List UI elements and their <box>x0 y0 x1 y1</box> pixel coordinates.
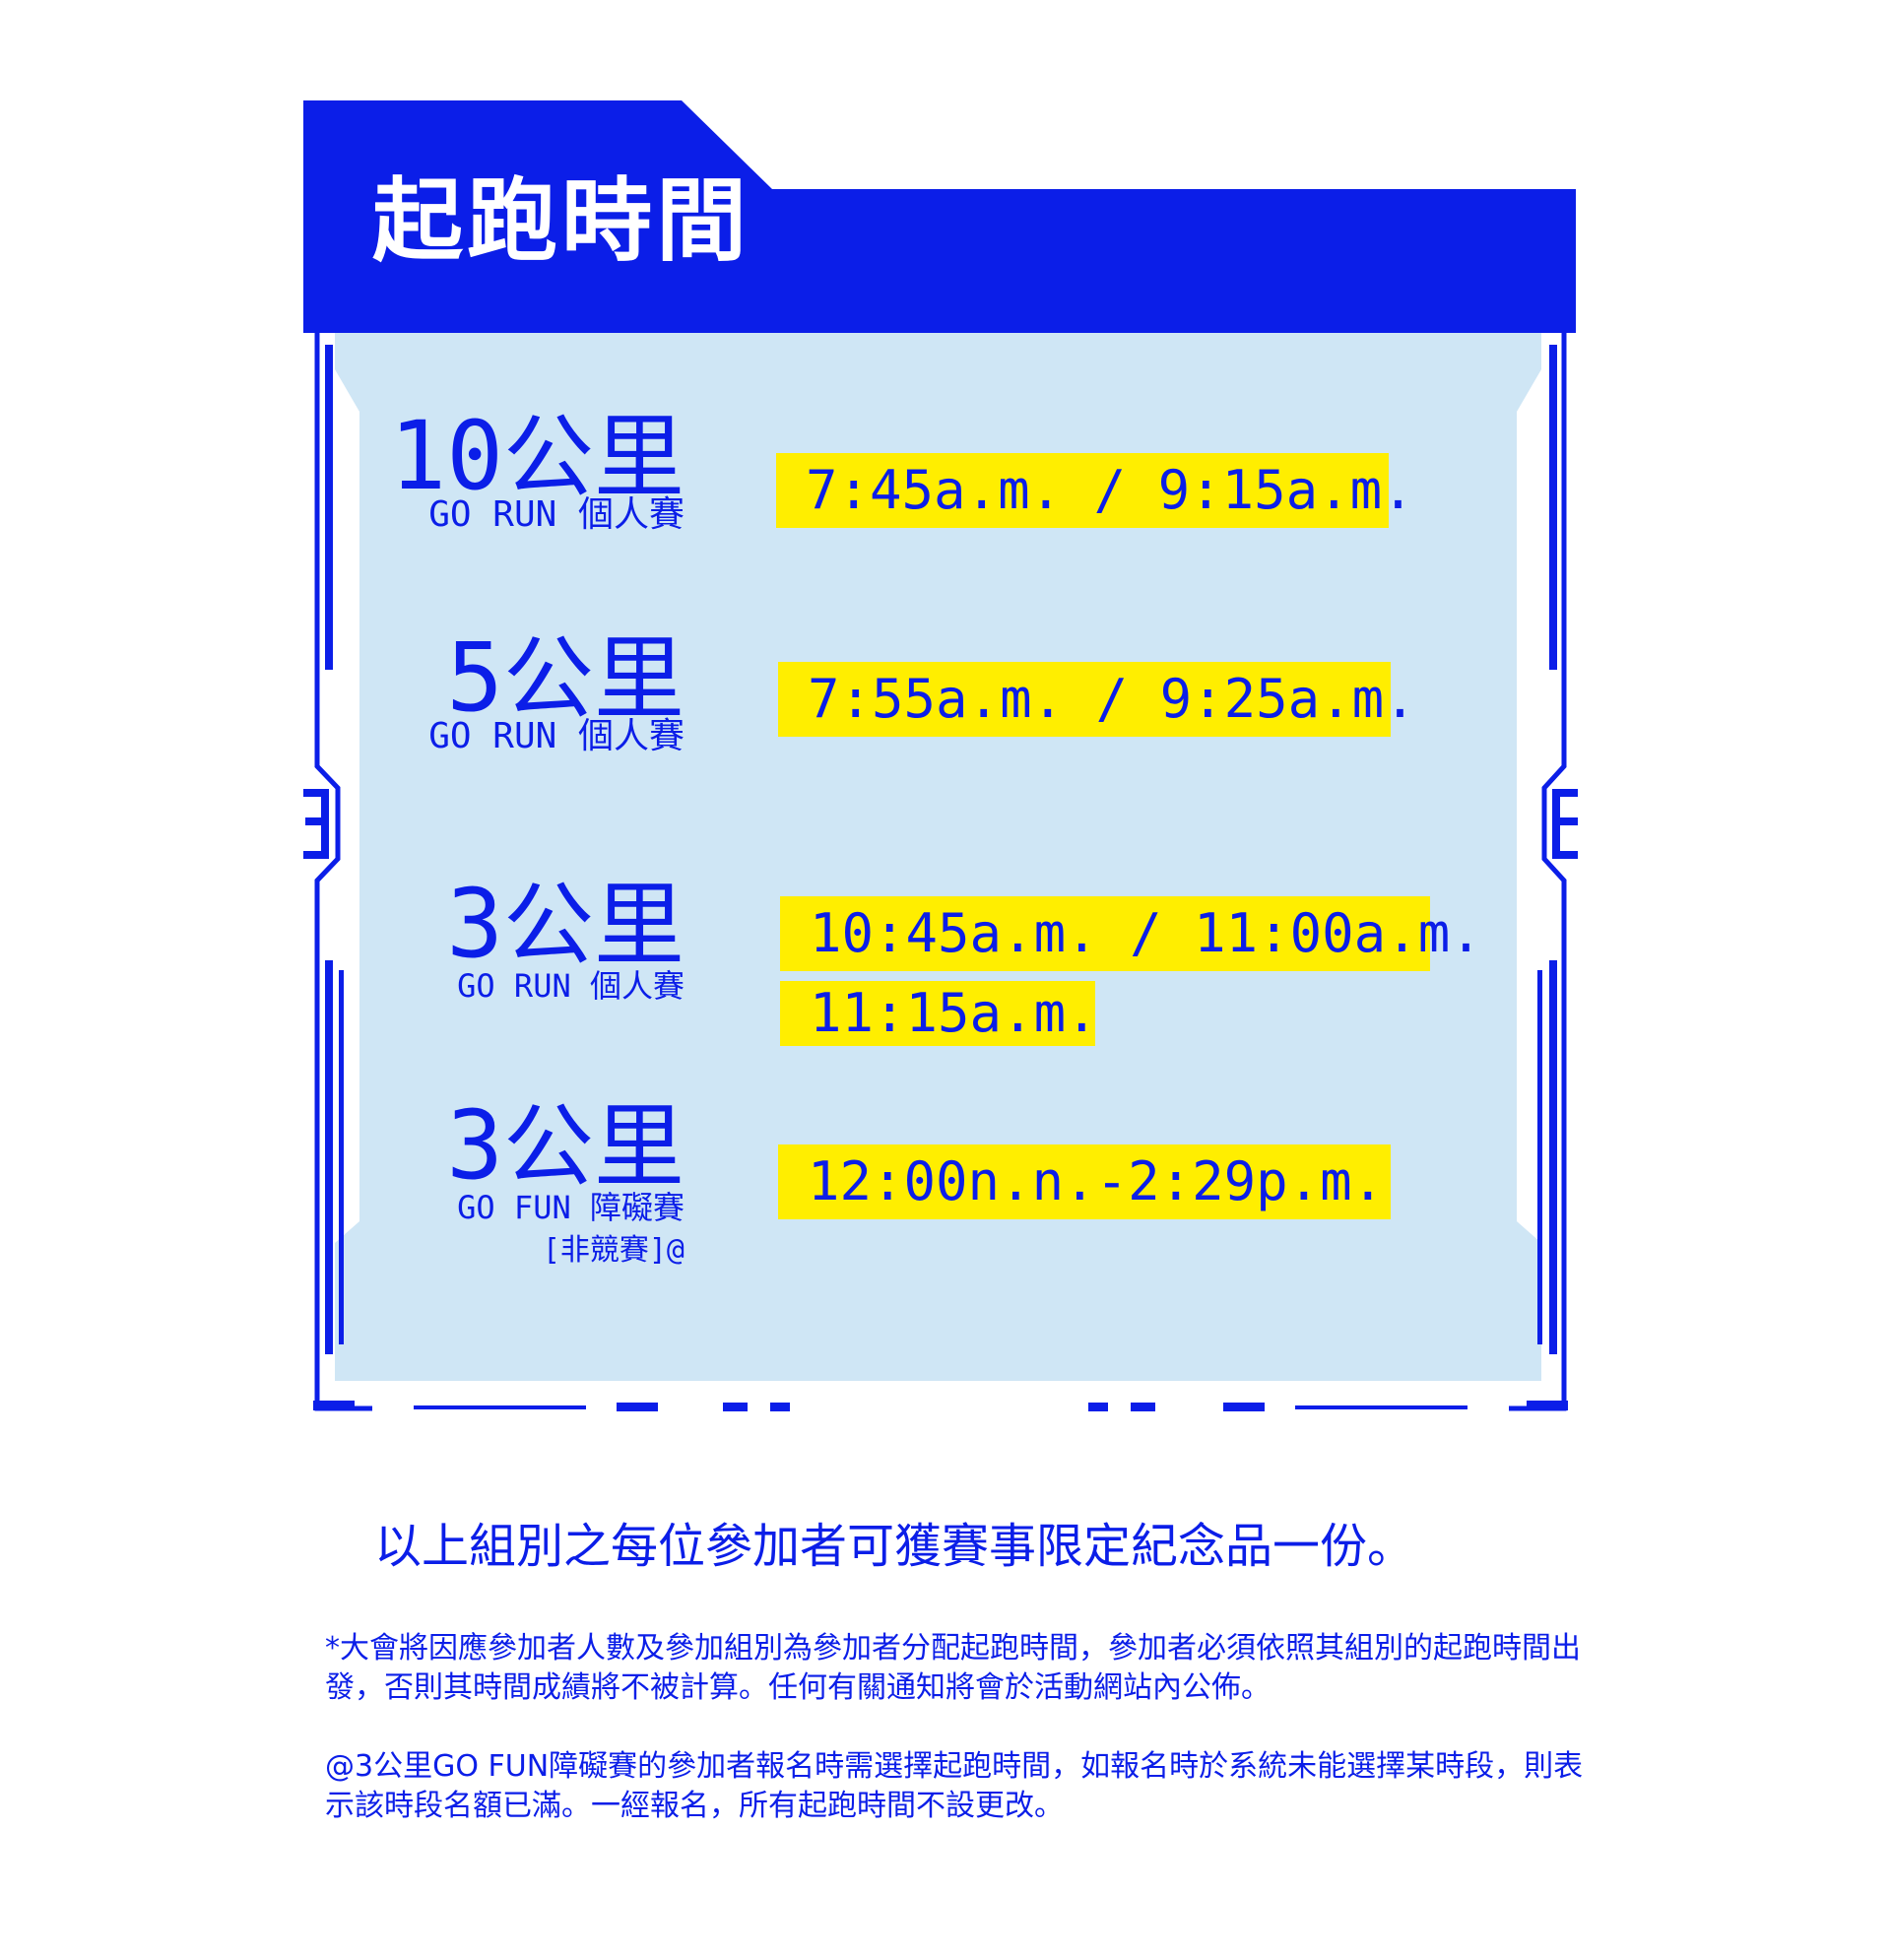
frame-dash <box>1295 1405 1467 1409</box>
race-category: GO RUN 個人賽 <box>428 494 685 535</box>
footnote-allocation: *大會將因應參加者人數及參加組別為參加者分配起跑時間，參加者必須依照其組別的起跑… <box>325 1631 1581 1705</box>
frame-dash <box>1131 1403 1155 1411</box>
frame-bar <box>1549 345 1557 670</box>
race-distance: 3公里 <box>446 1090 685 1201</box>
frame-dash <box>1088 1403 1108 1411</box>
frame-dash <box>1223 1403 1265 1411</box>
frame-dash <box>770 1403 790 1411</box>
frame-bar <box>1549 960 1557 1354</box>
race-distance: 5公里 <box>446 622 685 733</box>
frame-bar <box>339 970 344 1344</box>
race-category: GO RUN 個人賽 <box>457 967 685 1005</box>
race-note: [非競賽]@ <box>542 1233 685 1268</box>
frame-dash <box>723 1403 748 1411</box>
start-time-badge: 11:15a.m. <box>780 981 1098 1046</box>
start-time-badge: 12:00n.n.-2:29p.m. <box>778 1144 1391 1219</box>
start-time-badge: 7:55a.m. / 9:25a.m. <box>778 662 1416 737</box>
frame-dash <box>414 1405 586 1409</box>
frame-dash <box>617 1403 658 1411</box>
start-time-badge: 7:45a.m. / 9:15a.m. <box>776 453 1414 528</box>
schedule-panel <box>335 325 1541 1381</box>
footnote-gofun: @3公里GO FUN障礙賽的參加者報名時需選擇起跑時間，如報名時於系統未能選擇某… <box>325 1749 1584 1823</box>
left-connector <box>305 817 327 825</box>
race-category: GO FUN 障礙賽 <box>457 1189 685 1226</box>
race-distance: 10公里 <box>389 401 685 511</box>
right-connector <box>1556 817 1578 825</box>
frame-foot <box>1527 1401 1568 1410</box>
page-title: 起跑時間 <box>372 168 751 274</box>
header-tab <box>303 100 1576 333</box>
race-category: GO RUN 個人賽 <box>428 716 685 756</box>
frame-bar <box>325 960 333 1354</box>
race-distance: 3公里 <box>446 869 685 979</box>
frame-foot <box>313 1401 355 1410</box>
frame-bar <box>1537 970 1542 1344</box>
souvenir-note: 以上組別之每位參加者可獲賽事限定紀念品一份。 <box>374 1519 1415 1574</box>
frame-bar <box>325 345 333 670</box>
start-time-badge: 10:45a.m. / 11:00a.m. <box>780 896 1482 971</box>
